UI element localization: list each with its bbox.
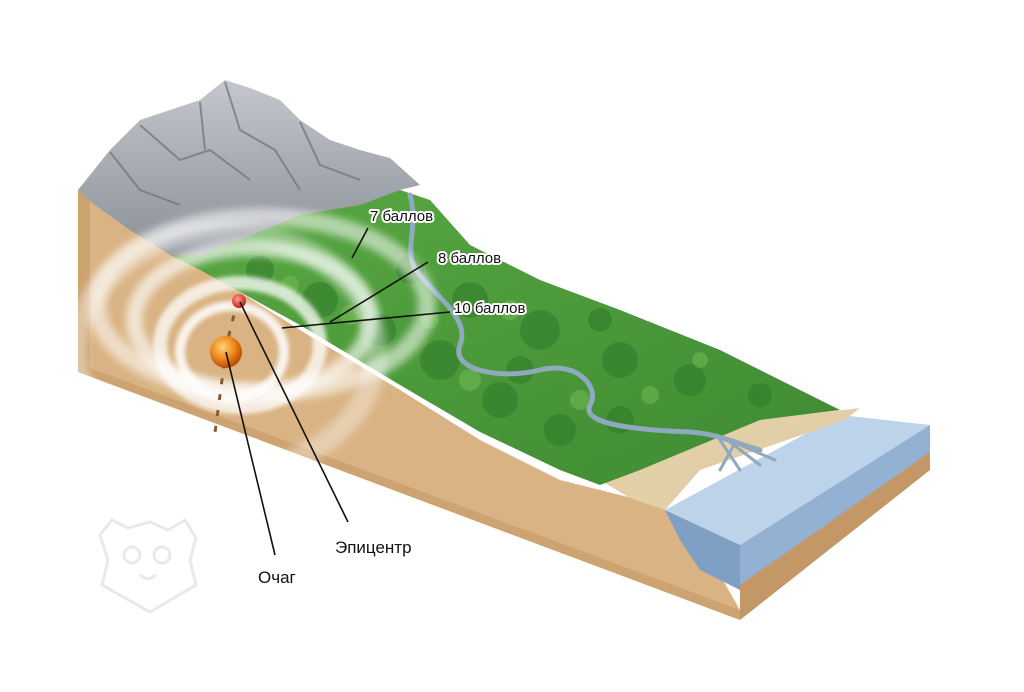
river-delta (718, 438, 777, 472)
watermark-logo (98, 517, 198, 614)
grass-texture (246, 256, 772, 446)
mountain-ridges (109, 81, 361, 206)
sea-front (665, 510, 740, 590)
label-focus: Очаг (258, 568, 296, 587)
leader-ring8 (329, 261, 429, 323)
leader-epicenter (239, 301, 349, 523)
sea-side (740, 425, 930, 585)
leader-lines (225, 227, 451, 556)
leader-focus (225, 351, 276, 556)
label-ring7: 7 баллов (370, 208, 433, 225)
beach (600, 408, 860, 510)
mountains (78, 80, 420, 255)
leader-ring10 (281, 311, 451, 329)
label-ring8: 8 баллов (438, 250, 501, 267)
sea-top (665, 415, 930, 545)
label-ring10: 10 баллов (454, 300, 525, 317)
epicenter-marker (232, 294, 246, 308)
leader-ring7 (351, 227, 369, 259)
label-epicenter: Эпицентр (335, 538, 412, 557)
soil-side-face (740, 450, 930, 620)
